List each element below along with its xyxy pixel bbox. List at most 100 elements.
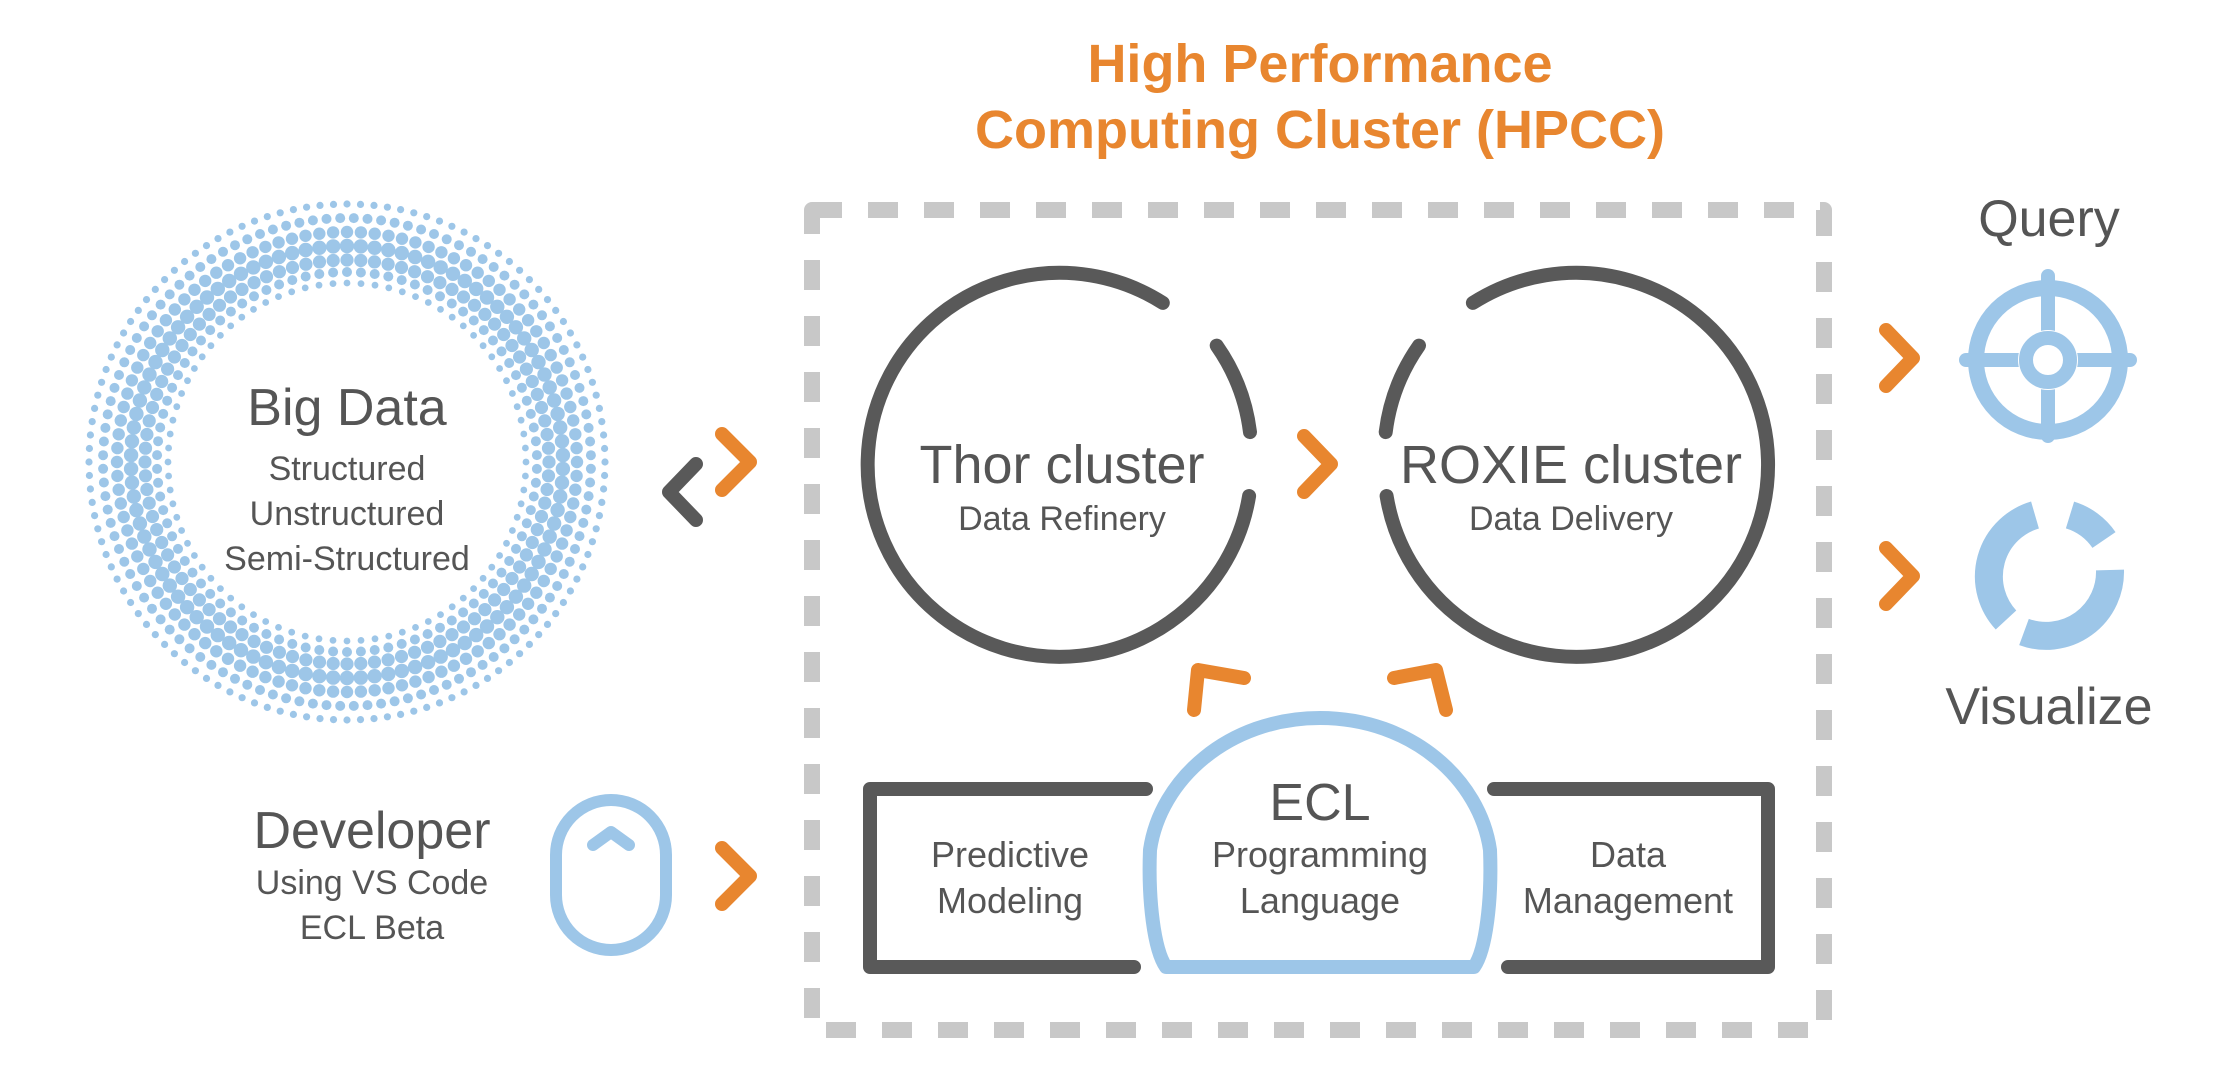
ring-dot <box>167 531 178 542</box>
ring-dot <box>595 404 604 412</box>
ring-dot <box>554 475 570 490</box>
ring-dot <box>544 592 555 603</box>
ring-dot <box>522 472 529 480</box>
ring-dot <box>168 608 181 621</box>
ring-dot <box>272 236 285 249</box>
ring-dot <box>470 332 477 339</box>
ring-dot <box>447 252 461 265</box>
ring-dot <box>537 336 550 350</box>
ring-dot <box>354 656 368 671</box>
predictive-modeling-line2: Modeling <box>937 880 1083 921</box>
ring-dot <box>312 669 327 684</box>
ring-dot <box>395 679 409 692</box>
ring-dot <box>468 598 479 609</box>
ring-dot <box>538 496 552 510</box>
ring-dot <box>538 414 552 428</box>
ring-dot <box>477 254 488 265</box>
ring-dot <box>356 716 365 724</box>
ecl-line1: Programming <box>1212 834 1428 875</box>
ring-dot <box>513 303 526 316</box>
ring-dot <box>528 614 539 625</box>
ring-dot <box>530 523 544 537</box>
ring-dot <box>383 713 391 721</box>
ring-dot <box>412 293 419 300</box>
ring-dot <box>389 696 400 707</box>
ring-dot <box>187 346 198 357</box>
ring-dot <box>353 239 368 254</box>
ring-dot <box>326 253 340 268</box>
ring-dot <box>313 227 326 240</box>
ring-dot <box>554 434 570 449</box>
ring-dot <box>98 477 109 488</box>
ring-dot <box>550 550 563 563</box>
ring-dot <box>300 271 311 282</box>
ring-dot <box>113 341 121 349</box>
ring-dot <box>272 675 285 688</box>
ring-dot <box>94 391 102 399</box>
ring-dot <box>276 707 284 715</box>
ring-dot <box>433 634 447 649</box>
ring-dot <box>546 393 562 408</box>
ring-dot <box>131 581 142 591</box>
ring-dot <box>206 254 217 265</box>
ring-dot <box>140 427 154 442</box>
ring-dot <box>212 298 227 312</box>
ring-dot <box>98 436 109 447</box>
ring-dot <box>316 201 324 209</box>
ring-dot <box>574 531 585 542</box>
ring-dot <box>314 269 325 279</box>
ring-dot <box>132 516 148 531</box>
ring-dot <box>167 382 178 393</box>
ring-dot <box>328 646 339 657</box>
ring-dot <box>521 597 535 610</box>
ring-dot <box>188 283 201 296</box>
ring-dot <box>588 378 597 386</box>
ring-dot <box>516 531 527 542</box>
ring-dot <box>155 422 166 433</box>
data-management-box <box>1487 782 1775 974</box>
ring-dot <box>420 640 435 654</box>
mouse-icon <box>550 794 672 956</box>
data-management-line1: Data <box>1590 834 1667 875</box>
ring-dot <box>233 252 247 265</box>
ring-dot <box>573 341 581 349</box>
ring-dot <box>397 710 405 719</box>
ring-dot <box>550 361 563 374</box>
ring-dot <box>159 314 173 327</box>
ring-dot <box>303 203 311 211</box>
ring-dot <box>155 299 166 310</box>
ring-dot <box>161 548 175 562</box>
ring-dot <box>559 598 568 607</box>
ring-dot <box>114 544 124 554</box>
ring-dot <box>222 635 237 651</box>
ring-dot <box>287 275 298 286</box>
ring-dot <box>225 306 236 317</box>
ring-dot <box>131 550 144 563</box>
ring-dot <box>121 524 134 537</box>
ring-dot <box>505 257 513 266</box>
ring-dot <box>210 645 223 658</box>
ring-dot <box>114 370 124 380</box>
ring-dot <box>598 418 606 426</box>
ring-dot <box>422 240 435 254</box>
ring-dot <box>503 377 510 385</box>
ring-dot <box>381 653 395 667</box>
ring-dot <box>144 336 157 350</box>
ring-dot <box>179 309 195 324</box>
ring-dot <box>409 634 420 645</box>
ring-dot <box>263 213 271 221</box>
ring-dot <box>164 458 172 466</box>
ring-dot <box>552 306 560 314</box>
ring-dot <box>546 516 562 531</box>
ring-dot <box>540 482 554 497</box>
ring-dot <box>513 608 526 621</box>
ring-dot <box>456 290 471 304</box>
ring-dot <box>584 365 592 374</box>
ring-dot <box>488 593 502 607</box>
ring-dot <box>109 531 120 542</box>
ring-dot <box>169 500 177 508</box>
ring-dot <box>214 235 222 243</box>
ring-dot <box>314 645 325 655</box>
ecl-arch <box>1142 711 1498 974</box>
ring-dot <box>225 607 236 618</box>
